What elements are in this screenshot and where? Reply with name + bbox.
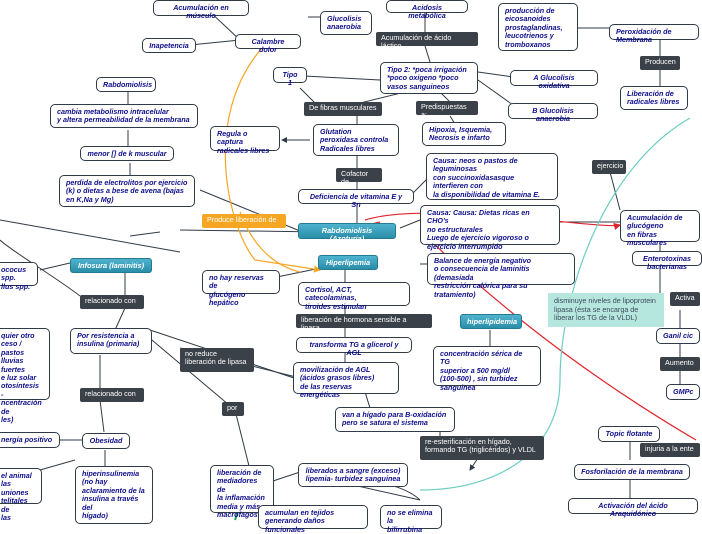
label-liberacion-hormona: liberación de hormona sensible a lipasa — [296, 314, 432, 332]
label-ejercicio: ejercicio — [592, 160, 626, 174]
node-fosforilacion[interactable]: Fosforilación de la membrana — [574, 464, 690, 480]
node-no-reservas-glucogeno[interactable]: no hay reservas de glucógeno hepático — [202, 270, 280, 307]
node-causa-pastos[interactable]: Causa: neos o pastos de leguminosas con … — [426, 153, 558, 200]
node-causa-dietas[interactable]: Causa: Causa: Dietas ricas en CHO's no e… — [420, 205, 560, 250]
node-liberacion-mediadores[interactable]: liberación de mediadores de la inflamaci… — [210, 465, 274, 519]
node-acumulacion-musculo[interactable]: Acumulación en músculo — [153, 0, 249, 20]
node-obesidad[interactable]: Obesidad — [82, 433, 130, 449]
node-hiperlipemia[interactable]: Hiperlipemia — [318, 255, 378, 270]
node-transforma-tg[interactable]: transforma TG a glicerol y AGL — [296, 337, 412, 357]
label-no-reduce-lipasa: no reduce liberación de lipasa — [180, 348, 254, 372]
node-produccion-eicosanoides[interactable]: producción de eicosanoides prostaglandin… — [498, 3, 578, 51]
label-predispuestas: Predispuestas a: — [416, 101, 478, 119]
node-no-elimina-bilirrubina[interactable]: no se elimina la bilirrubina — [380, 505, 442, 534]
label-cofactor-de: Cofactor de — [336, 168, 382, 186]
node-concentracion-tg[interactable]: concentración sérica de TG superior a 50… — [433, 346, 541, 391]
label-injuria: injuria a la ente — [640, 443, 700, 457]
label-por: por — [222, 402, 244, 416]
node-peroxidacion-membrana[interactable]: Peroxidación de Membrana — [609, 24, 699, 44]
node-perdida-electrolitos[interactable]: perdida de electrolitos por ejercicio (k… — [59, 175, 195, 207]
node-acidosis-metabolica[interactable]: Acidosis metabólica — [386, 0, 468, 20]
node-regula-radicales[interactable]: Regula o captura radicales libres — [210, 126, 280, 155]
node-menor-k-muscular[interactable]: menor [] de k muscular — [80, 146, 174, 161]
node-activacion-araquidonico[interactable]: Activación del ácido Araquidónico — [568, 498, 698, 518]
node-rabdomiolisis-azoturia[interactable]: Rabdomiolisis (Azoturia) — [298, 223, 396, 243]
node-hipoxia[interactable]: Hipoxia, Isquemia, Necrosis e infarto — [422, 122, 506, 146]
note-disminuye-lipoprotein[interactable]: disminuye niveles de lipoprotein lipasa … — [548, 293, 664, 327]
label-reesterificacion: re-esterificación en hígado, formando TG… — [420, 436, 544, 460]
connector-lines — [0, 9, 697, 521]
node-acumulan-tejidos[interactable]: acumulan en tejidos generando daños func… — [258, 505, 368, 534]
node-movilizacion-agl[interactable]: movilización de AGL (ácidos grasos libre… — [293, 362, 399, 399]
node-van-higado[interactable]: van a hígado para B-oxidación pero se sa… — [335, 407, 455, 432]
node-glucolisis-anaerobia[interactable]: Glucolisis anaerobia — [320, 11, 372, 35]
node-tipo-1[interactable]: Tipo 1 — [273, 67, 307, 87]
node-balance-energia[interactable]: Balance de energía negativo o consecuenc… — [427, 253, 575, 298]
node-deficiencia-vitamina-e[interactable]: Deficiencia de vitamina E y Sn — [298, 189, 414, 209]
node-calambre-dolor[interactable]: Calambre dolor — [235, 34, 301, 54]
label-aumento: Aumento — [660, 357, 700, 371]
node-energia-positivo[interactable]: nergía positivo — [0, 432, 60, 448]
node-inapetencia[interactable]: Inapetencia — [142, 38, 196, 53]
label-acumulacion-acido-lactico: Acumulación de ácido láctico — [376, 32, 478, 50]
node-streptococcus[interactable]: ococus spp. llus spp. — [0, 262, 38, 291]
node-tipo-2[interactable]: Tipo 2: *poca irrigación *poco oxigeno *… — [380, 62, 478, 94]
node-gmpc[interactable]: GMPc — [666, 384, 700, 400]
node-liberacion-radicales[interactable]: Liberación de radicales libres — [620, 86, 688, 110]
node-hiperlipidemia[interactable]: hiperlipidemia — [460, 314, 522, 329]
label-de-fibras-musculares: De fibras musculares — [304, 102, 382, 116]
label-relacionado-con-1: relacionado con — [80, 295, 144, 309]
node-cambia-metabolismo[interactable]: cambia metabolismo intracelular y altera… — [50, 104, 198, 128]
node-cortisol[interactable]: Cortisol, ACT, catecolaminas, tiroides e… — [298, 282, 410, 311]
node-glutation-peroxidasa[interactable]: Glutation peroxidasa controla Radicales … — [313, 124, 399, 156]
label-activa: Activa — [670, 292, 700, 306]
node-resistencia-insulina[interactable]: Por resistencia a insulina (primaria) — [70, 328, 152, 354]
node-a-glucolisis-oxidativa[interactable]: A Glucolisis oxidativa — [510, 70, 598, 90]
node-topic-flotante[interactable]: Topic flotante — [598, 426, 660, 442]
node-rabdomiolisis[interactable]: Rabdomiolisis — [96, 77, 156, 92]
node-b-glucolisis-anaerobia[interactable]: B Glucolisis anaerobia — [508, 103, 598, 123]
node-quier-otro-proceso[interactable]: quier otro ceso / pastos lluvias fuertes… — [0, 328, 50, 424]
label-relacionado-con-2: relacionado con — [80, 388, 144, 402]
node-ganil-cic[interactable]: Ganil cic — [656, 328, 700, 344]
label-produce-liberacion: Produce liberación de — [202, 214, 286, 228]
node-hiperinsulinemia[interactable]: hiperinsulinemia (no hay aclaramiento de… — [75, 466, 153, 524]
node-enterotoxinas[interactable]: Enterotoxinas bacterianas — [632, 251, 702, 271]
node-liberados-sangre[interactable]: liberados a sangre (exceso) lipemia- tur… — [298, 463, 408, 487]
node-infosura-laminitis[interactable]: Infosura (laminitis) — [70, 258, 152, 273]
node-el-animal[interactable]: el animal las uniones telitales de las — [0, 468, 42, 522]
label-producen: Producen — [640, 56, 680, 70]
node-acumulacion-glucogeno[interactable]: Acumulación de glucógeno en fibras muscu… — [620, 210, 700, 247]
